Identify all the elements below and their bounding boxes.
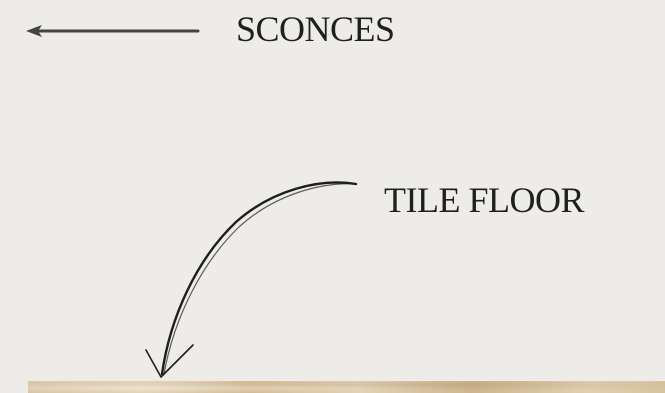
sconces-arrow — [26, 25, 200, 37]
tile-floor-arrowhead — [145, 344, 194, 378]
tile-floor-arrow-curve-sketch — [163, 183, 357, 375]
tile-floor-arrow — [145, 181, 358, 378]
tile-floor-label: TILE FLOOR — [384, 180, 584, 220]
sconces-label: SCONCES — [236, 9, 395, 49]
sconces-arrowhead — [26, 25, 42, 37]
tile-floor-arrow-curve — [160, 181, 358, 376]
tile-floor-photo-strip — [28, 381, 665, 393]
